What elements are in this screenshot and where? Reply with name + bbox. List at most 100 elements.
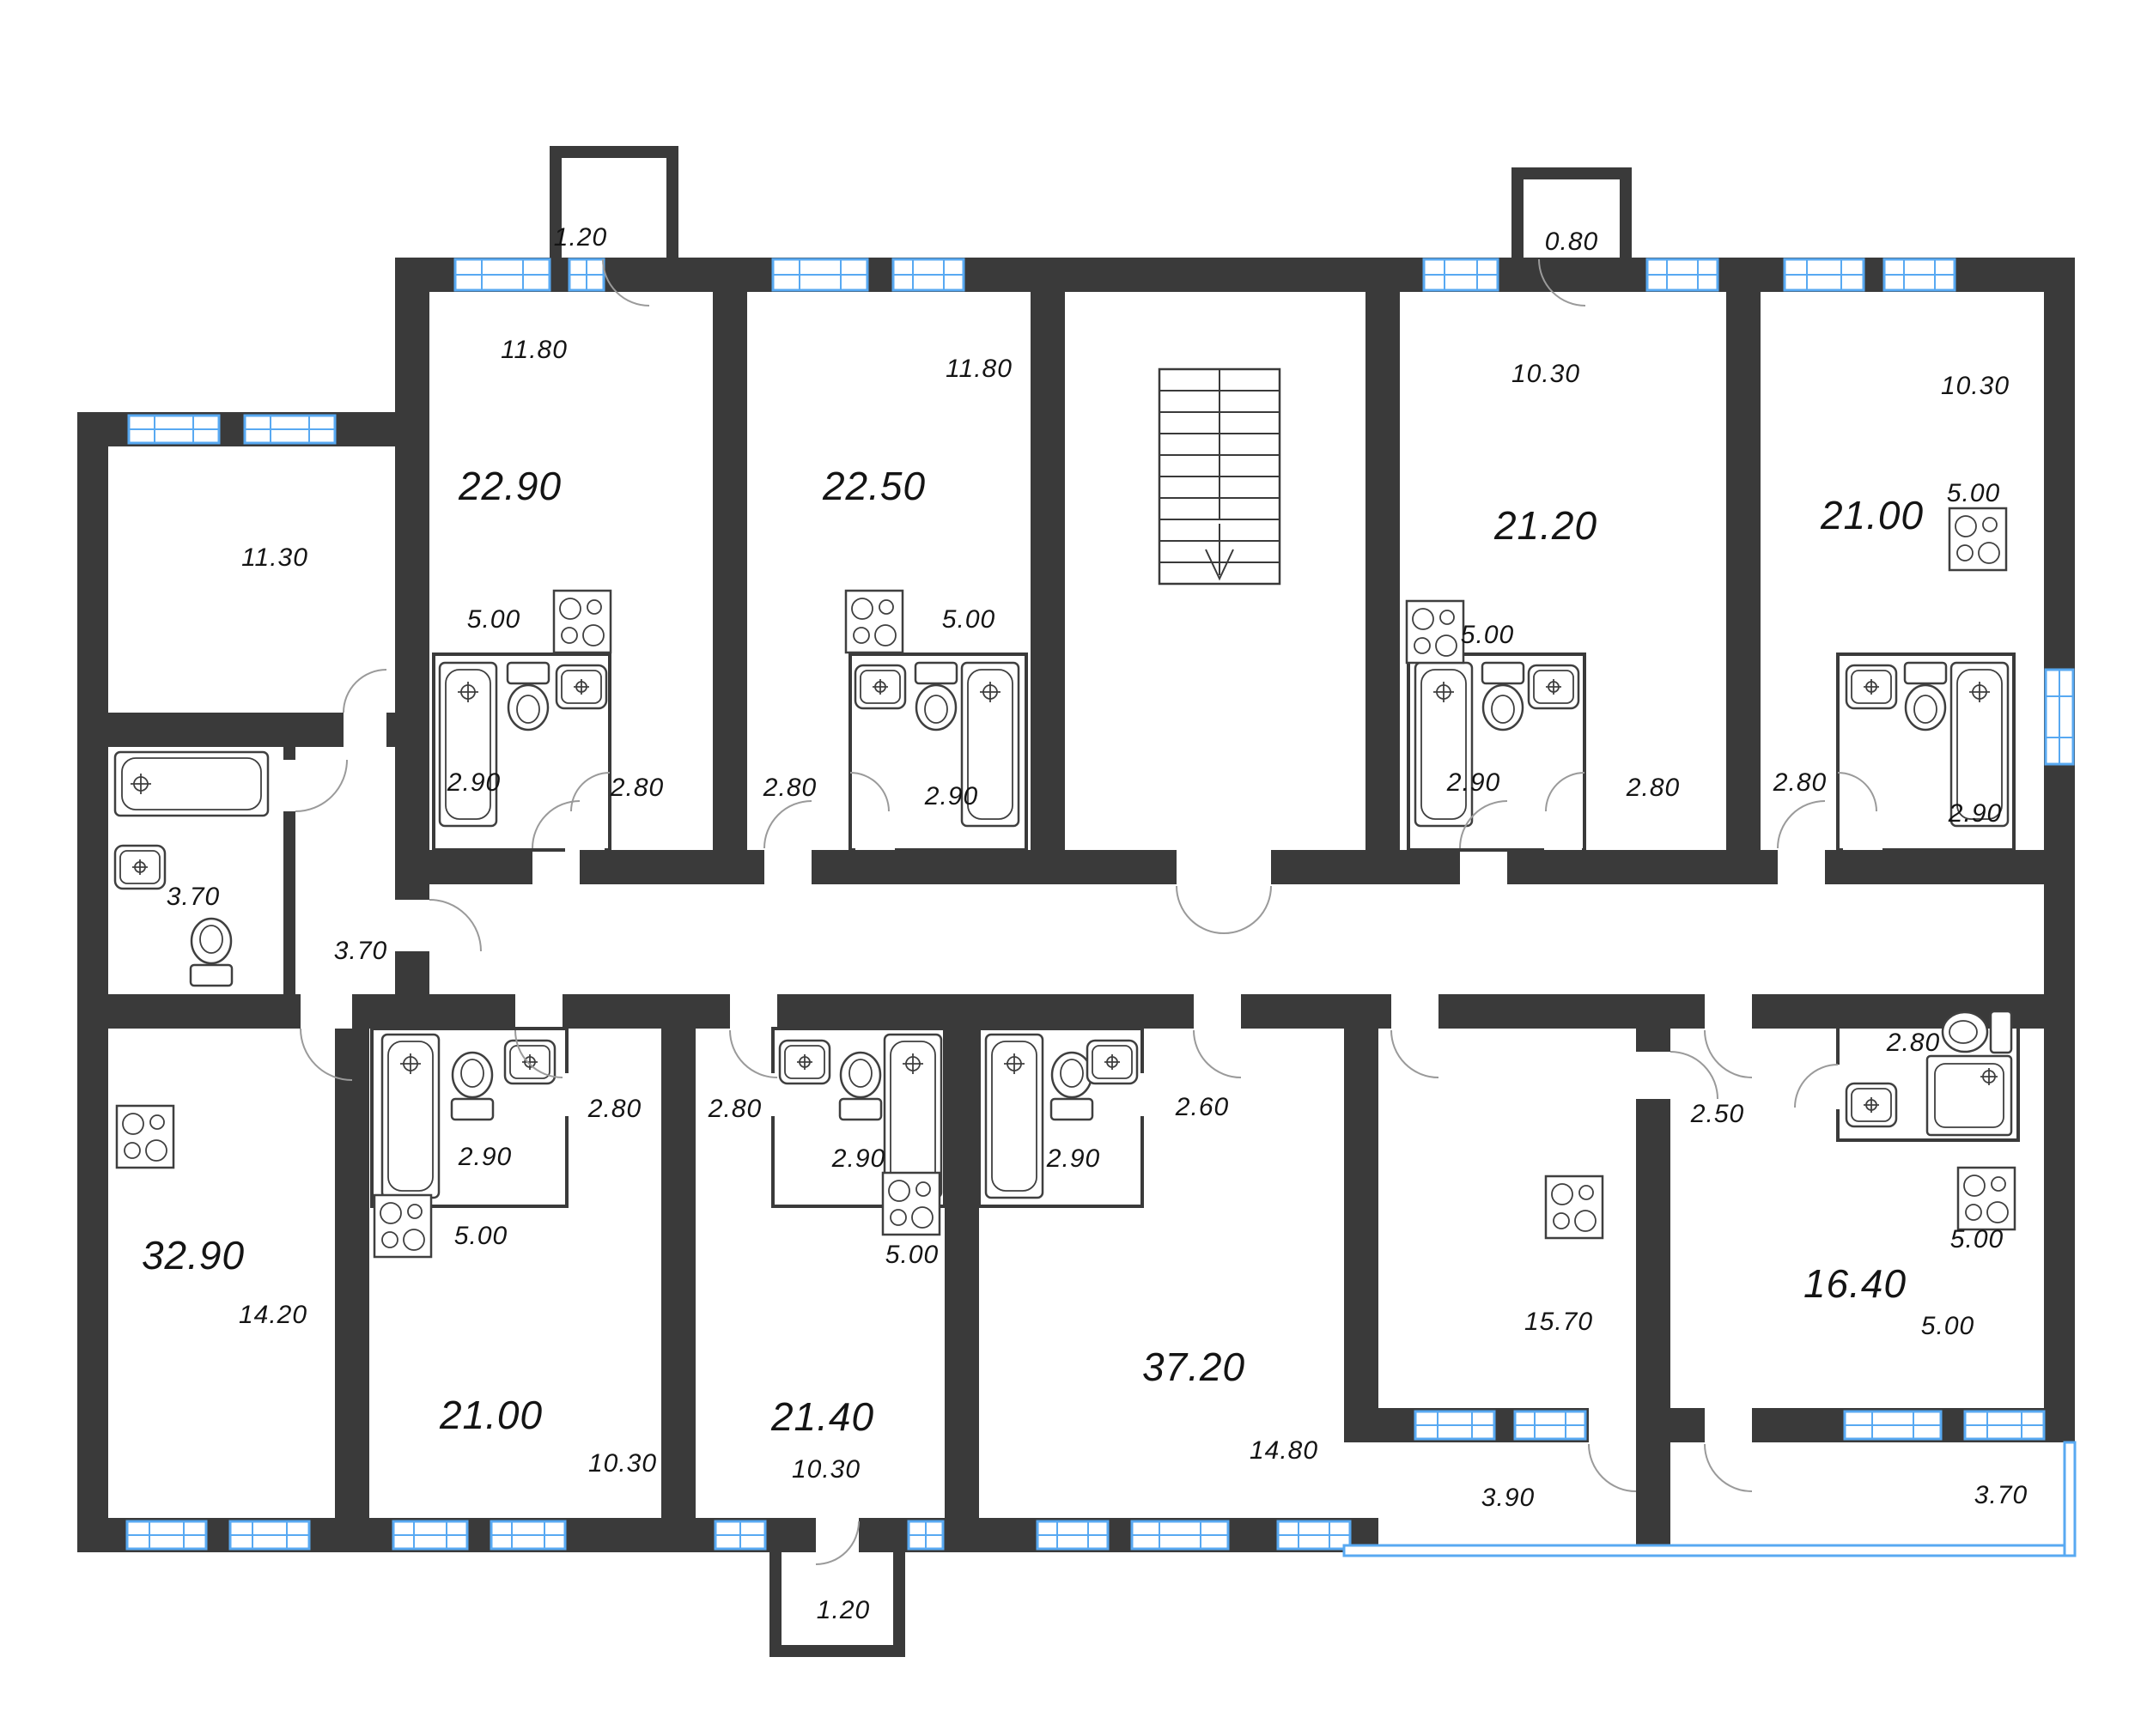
window-icon xyxy=(1036,1520,1110,1551)
stove-icon xyxy=(1405,599,1465,665)
toilet-icon xyxy=(1903,661,1948,731)
window-icon xyxy=(568,258,605,292)
window-icon xyxy=(1513,1410,1587,1441)
window-icon xyxy=(1963,1410,2046,1441)
window-icon xyxy=(125,1520,208,1551)
hall-area-label: 2.60 xyxy=(1175,1093,1230,1121)
stove-icon xyxy=(844,589,904,654)
sink-icon xyxy=(1845,1082,1898,1128)
stove-icon xyxy=(373,1193,433,1259)
room-dim-label: 10.30 xyxy=(1511,360,1581,388)
hall-area-label: 3.70 xyxy=(333,937,388,965)
bathtub-icon xyxy=(984,1033,1044,1199)
hall-area-label: 2.50 xyxy=(1690,1100,1745,1128)
sink-icon xyxy=(555,664,608,710)
window-icon xyxy=(1783,258,1865,292)
balcony-area-label: 1.20 xyxy=(553,223,608,252)
window-icon xyxy=(1276,1520,1352,1551)
unit-area-label: 37.20 xyxy=(1141,1344,1246,1389)
hall-area-label: 2.80 xyxy=(763,774,818,802)
kitchen-area-label: 5.00 xyxy=(1949,1225,2004,1253)
unit-area-label: 21.00 xyxy=(1820,493,1925,537)
stairs-icon xyxy=(1158,367,1281,586)
kitchen-area-label: 5.00 xyxy=(941,605,996,634)
window-icon xyxy=(1130,1520,1230,1551)
toilet-icon xyxy=(506,661,550,731)
sink-icon xyxy=(503,1039,557,1085)
window-icon xyxy=(1422,258,1499,292)
toilet-icon xyxy=(1481,661,1525,731)
sink-icon xyxy=(113,844,167,890)
room-dim-label: 14.20 xyxy=(238,1301,308,1329)
window-icon xyxy=(771,258,869,292)
unit-area-label: 22.90 xyxy=(458,464,563,508)
stove-icon xyxy=(881,1171,941,1236)
bathroom-area-label: 2.90 xyxy=(1948,799,2003,828)
kitchen-area-label: 5.00 xyxy=(1460,621,1515,649)
bathroom-area-label: 2.90 xyxy=(458,1143,513,1171)
room-dim-label: 10.30 xyxy=(791,1455,861,1484)
unit-area-label: 32.90 xyxy=(141,1233,246,1278)
kitchen-area-label: 5.00 xyxy=(453,1222,508,1250)
hall-area-label: 2.80 xyxy=(610,774,665,802)
bathroom-area-label: 2.80 xyxy=(1886,1029,1941,1057)
bathroom-area-label: 2.90 xyxy=(1446,768,1501,797)
window-icon xyxy=(1645,258,1719,292)
window-icon xyxy=(907,1520,945,1551)
door-arc-icons xyxy=(295,258,1877,1565)
kitchen-area-label: 5.00 xyxy=(1946,479,2001,507)
bathtub-icon xyxy=(113,750,270,817)
loggia-area-label: 3.90 xyxy=(1481,1484,1536,1512)
window-icon xyxy=(1843,1410,1943,1441)
hall-area-label: 2.80 xyxy=(1773,768,1828,797)
bathroom-area-label: 2.90 xyxy=(447,768,502,797)
window-icon xyxy=(127,414,221,445)
toilet-icon xyxy=(838,1051,883,1121)
room-dim-label: 10.30 xyxy=(587,1449,658,1478)
bathroom-area-label: 3.70 xyxy=(166,883,221,911)
window-icon xyxy=(453,258,551,292)
toilet-icon xyxy=(914,661,958,731)
bathtub-icon xyxy=(438,661,498,828)
loggia-area-label: 3.70 xyxy=(1974,1481,2028,1509)
hall-area-label: 2.80 xyxy=(587,1095,642,1123)
window-icon xyxy=(891,258,965,292)
hall-area-label: 2.80 xyxy=(1626,774,1681,802)
unit-area-label: 22.50 xyxy=(822,464,927,508)
room-dim-label: 15.70 xyxy=(1524,1308,1594,1336)
stove-icon xyxy=(1956,1166,2016,1231)
window-icon xyxy=(1414,1410,1496,1441)
stove-icon xyxy=(115,1104,175,1169)
window-icon xyxy=(392,1520,469,1551)
bathroom-area-label: 2.90 xyxy=(924,782,979,810)
bathroom-area-label: 2.90 xyxy=(1046,1144,1101,1173)
stove-icon xyxy=(1544,1175,1604,1240)
kitchen-area-label: 5.00 xyxy=(466,605,521,634)
room-dim-label: 11.80 xyxy=(946,355,1013,383)
room-dim-label: 14.80 xyxy=(1249,1436,1319,1465)
sink-icon xyxy=(854,664,907,710)
bathtub-icon xyxy=(1414,661,1474,828)
room-dim-label: 11.30 xyxy=(241,543,308,572)
unit-area-label: 21.00 xyxy=(439,1393,544,1437)
stove-icon xyxy=(1948,507,2008,572)
sink-icon xyxy=(1527,664,1580,710)
balcony-area-label: 1.20 xyxy=(816,1596,871,1624)
balcony-area-label: 0.80 xyxy=(1544,228,1599,256)
kitchen-area-label: 5.00 xyxy=(885,1241,940,1269)
stove-icon xyxy=(552,589,612,654)
window-icons xyxy=(125,258,2077,1557)
room-dim-label: 10.30 xyxy=(1940,372,2010,400)
window-icon xyxy=(714,1520,767,1551)
sink-icon xyxy=(778,1039,831,1085)
unit-area-label: 21.20 xyxy=(1493,503,1598,548)
kitchen-area-label: 5.00 xyxy=(1920,1312,1975,1340)
bathtub-icon xyxy=(380,1033,441,1199)
unit-area-label: 16.40 xyxy=(1803,1261,1907,1306)
sink-icon xyxy=(1086,1039,1139,1085)
room-dim-label: 11.80 xyxy=(501,336,568,364)
loggia-glazing-icon xyxy=(1342,1441,2077,1557)
window-icon xyxy=(243,414,337,445)
